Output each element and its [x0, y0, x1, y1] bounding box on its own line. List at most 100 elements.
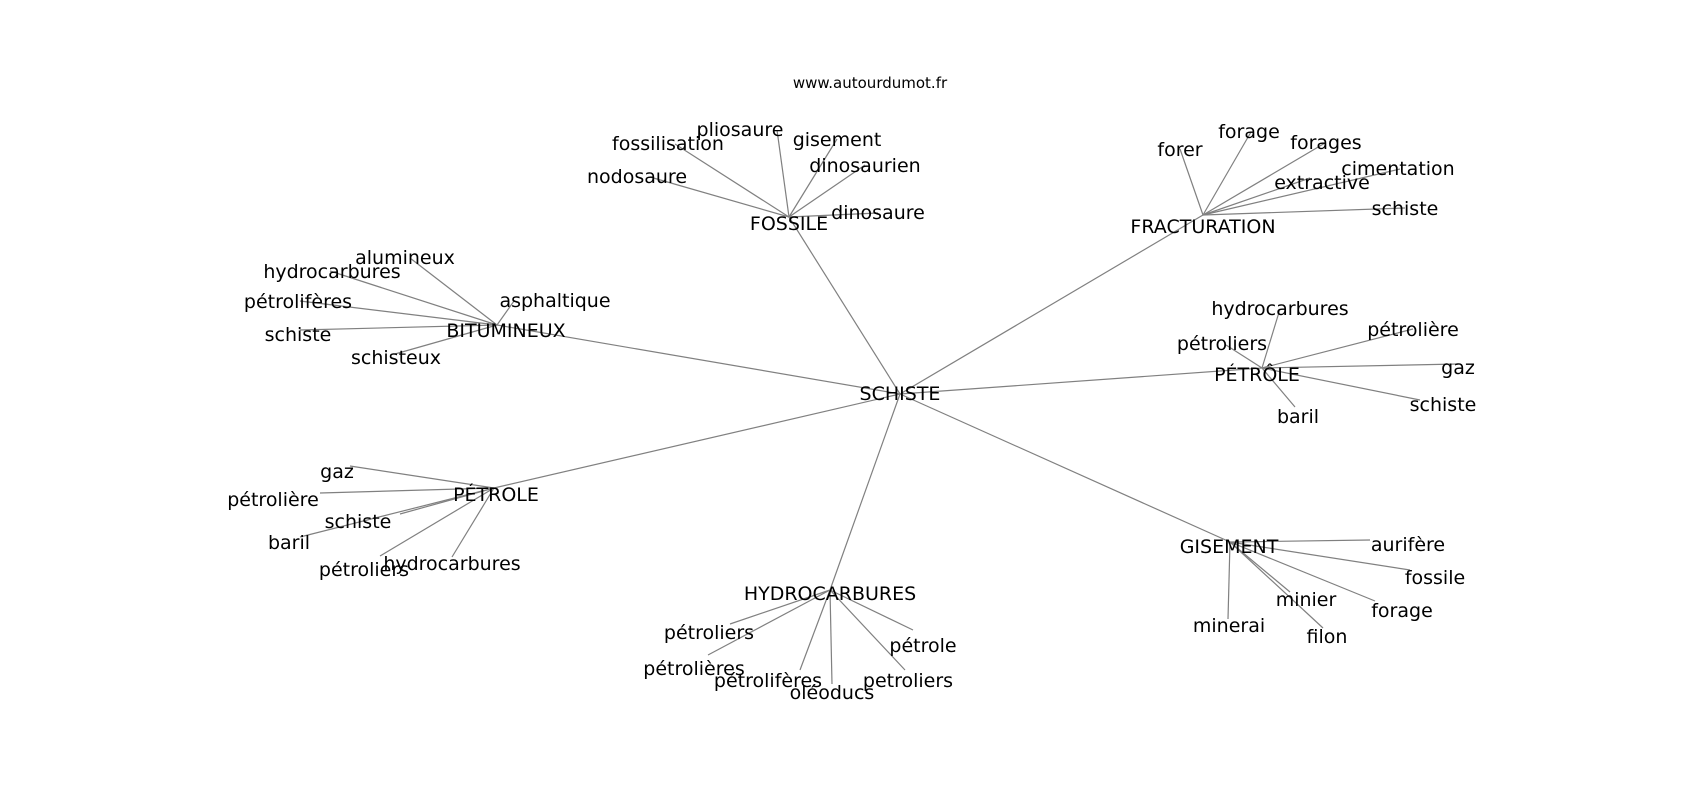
edge-bitumineux-leaf [329, 270, 498, 326]
edge-fossile-leaf [776, 129, 790, 218]
edge-fossile-leaf [788, 164, 866, 218]
leaf-node: pétrolifères [244, 291, 352, 313]
edge-root-fossile [788, 216, 901, 395]
edge-fracturation-leaf [1202, 131, 1252, 216]
cluster-node-fracturation: FRACTURATION [1130, 216, 1275, 238]
leaf-node: schiste [1372, 198, 1439, 220]
leaf-node: asphaltique [499, 290, 610, 312]
edge-petrole-right-leaf [1261, 367, 1296, 408]
leaf-node: pétrolière [227, 489, 319, 511]
leaf-node: forer [1157, 139, 1202, 161]
cluster-node-petrole-right: PÉTRÔLE [1214, 362, 1300, 386]
leaf-node: aurifère [1371, 534, 1445, 556]
leaf-node: gisement [793, 129, 882, 151]
leaf-node: hydrocarbures [383, 553, 520, 575]
edge-bitumineux-leaf [409, 257, 498, 326]
edge-hydrocarbures-leaf [799, 589, 831, 671]
site-watermark: www.autourdumot.fr [793, 74, 948, 92]
edge-hydrocarbures-leaf [707, 589, 831, 656]
leaf-node: pétroliers [319, 559, 409, 581]
edge-root-fracturation [899, 214, 1204, 395]
leaf-node: nodosaure [587, 166, 687, 188]
leaf-node: fossilisation [612, 133, 724, 155]
edge-petrole-right-leaf [1261, 328, 1414, 369]
edge-petrole-right-leaf [1225, 344, 1263, 369]
cluster-node-gisement: GISEMENT [1180, 536, 1279, 558]
edge-fracturation-leaf [1202, 142, 1326, 216]
leaf-node: minerai [1193, 615, 1265, 637]
leaf-node: hydrocarbures [263, 261, 400, 283]
leaf-node: forages [1290, 132, 1361, 154]
edge-gisement-leaf [1227, 541, 1231, 620]
edge-gisement-leaf [1229, 541, 1376, 602]
edge-hydrocarbures-leaf [829, 589, 906, 671]
leaf-node: pétroliers [1177, 333, 1267, 355]
edges-layer [299, 129, 1459, 685]
leaf-node: baril [268, 532, 310, 554]
leaf-node: extractive [1274, 172, 1370, 194]
leaf-node: pétrolières [643, 658, 744, 680]
edge-bitumineux-leaf [496, 300, 515, 326]
edge-petrole-left-leaf [299, 487, 495, 538]
leaf-node: pliosaure [697, 119, 784, 141]
edge-gisement-leaf [1229, 541, 1291, 593]
edge-root-hydrocarbures [829, 393, 901, 591]
edge-fracturation-leaf [1202, 207, 1406, 216]
cluster-node-petrole-left: PÉTROLE [453, 483, 539, 506]
leaf-node: petroliers [863, 670, 953, 692]
leaf-node: pétroliers [664, 622, 754, 644]
leaf-node: pétrole [889, 635, 956, 657]
edge-fossile-leaf [788, 212, 879, 218]
edge-root-petrole-left [493, 393, 901, 489]
edge-petrole-right-leaf [1261, 363, 1459, 369]
edge-hydrocarbures-leaf [729, 589, 831, 625]
cluster-node-hydrocarbures: HYDROCARBURES [744, 583, 916, 605]
edge-fracturation-leaf [1179, 148, 1204, 216]
leaf-node: schiste [325, 511, 392, 533]
leaf-node: forage [1371, 600, 1433, 622]
leaf-node: hydrocarbures [1211, 298, 1348, 320]
leaf-node: pétrolifères [714, 670, 822, 692]
edge-gisement-leaf [1229, 541, 1411, 571]
edge-petrole-left-leaf [451, 487, 495, 558]
leaf-node: fossile [1405, 567, 1465, 589]
edge-fossile-leaf [788, 138, 838, 218]
edge-hydrocarbures-leaf [829, 589, 833, 685]
leaf-node: filon [1307, 626, 1348, 648]
leaf-node: alumineux [355, 247, 455, 269]
leaf-node: schiste [1410, 394, 1477, 416]
leaf-node: minier [1276, 589, 1337, 611]
leaf-node: oléoducs [790, 682, 875, 704]
edge-bitumineux-leaf [299, 324, 498, 331]
edge-hydrocarbures-leaf [829, 589, 914, 631]
edge-petrole-left-leaf [379, 487, 495, 557]
edge-bitumineux-leaf [299, 300, 498, 326]
edge-gisement-leaf [1229, 541, 1324, 629]
edge-fracturation-leaf [1202, 177, 1311, 216]
leaf-node: gaz [320, 461, 354, 483]
edge-fossile-leaf [649, 176, 790, 218]
edge-gisement-leaf [1229, 539, 1371, 543]
leaf-node: pétrolière [1367, 319, 1459, 341]
edge-petrole-right-leaf [1261, 308, 1281, 369]
leaf-node: baril [1277, 406, 1319, 428]
edge-root-gisement [899, 393, 1231, 543]
edge-petrole-left-leaf [319, 487, 495, 494]
edge-petrole-right-leaf [1261, 367, 1421, 401]
leaf-node: cimentation [1341, 158, 1454, 180]
edge-fossile-leaf [674, 143, 790, 218]
edge-root-bitumineux [496, 324, 901, 395]
edge-bitumineux-leaf [394, 324, 498, 355]
leaf-node: schisteux [351, 347, 441, 369]
edge-petrole-left-leaf [349, 465, 495, 489]
root-node: SCHISTE [860, 383, 941, 405]
cluster-node-fossile: FOSSILE [750, 213, 828, 235]
edge-fracturation-leaf [1202, 168, 1401, 216]
labels-layer: www.autourdumot.fr SCHISTE pliosaurefoss… [227, 74, 1476, 704]
leaf-node: dinosaurien [809, 155, 920, 177]
leaf-node: schiste [265, 324, 332, 346]
cluster-node-bitumineux: BITUMINEUX [446, 320, 565, 342]
edge-root-petrole-right [899, 367, 1263, 395]
leaf-node: gaz [1441, 357, 1475, 379]
